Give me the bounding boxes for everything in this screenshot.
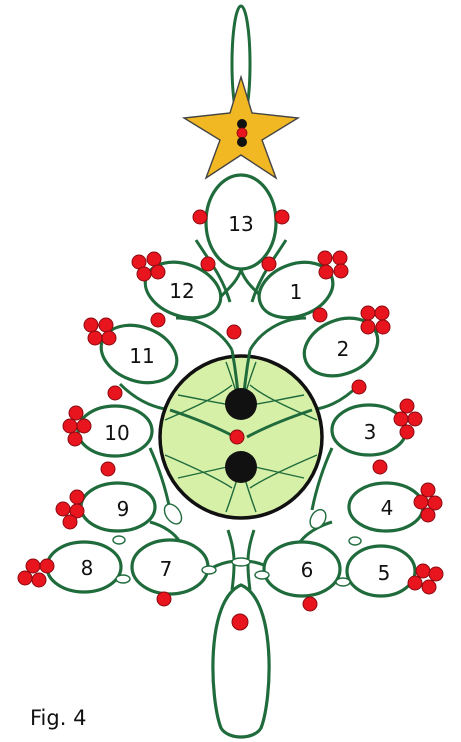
- ring-label-8: 8: [81, 556, 94, 580]
- ring-label-11: 11: [129, 344, 154, 368]
- ring-label-10: 10: [104, 421, 129, 445]
- trunk-ring: [213, 585, 269, 737]
- ring-label-2: 2: [337, 337, 350, 361]
- ring-label-1: 1: [290, 280, 303, 304]
- ring-label-12: 12: [169, 279, 194, 303]
- ring-label-6: 6: [301, 558, 314, 582]
- ring-label-13: 13: [228, 212, 253, 236]
- ring-label-4: 4: [381, 496, 394, 520]
- ring-label-9: 9: [117, 497, 130, 521]
- ring-label-5: 5: [378, 561, 391, 585]
- button-hole-bottom: [225, 451, 257, 483]
- button-hole-top: [225, 388, 257, 420]
- ring-label-7: 7: [160, 557, 173, 581]
- star-topper: [184, 77, 298, 178]
- ring-label-3: 3: [364, 420, 377, 444]
- figure-caption: Fig. 4: [30, 706, 86, 730]
